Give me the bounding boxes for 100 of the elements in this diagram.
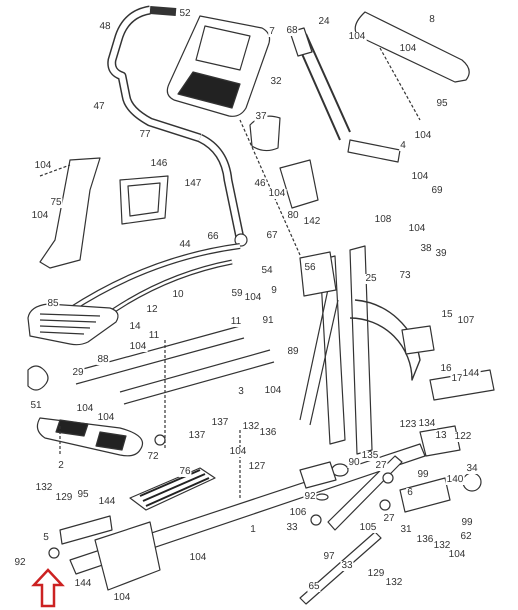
callout-number: 123 (398, 420, 418, 430)
callout-number: 1 (249, 525, 257, 535)
callout-number: 65 (307, 582, 321, 592)
callout-number: 9 (270, 286, 278, 296)
callout-number: 8 (428, 15, 436, 25)
callout-number: 104 (96, 413, 116, 423)
callout-number: 56 (303, 263, 317, 273)
callout-number: 88 (96, 355, 110, 365)
callout-number: 51 (29, 401, 43, 411)
callout-number: 59 (230, 289, 244, 299)
callout-number: 3 (237, 387, 245, 397)
callout-number: 97 (322, 552, 336, 562)
callout-number: 77 (138, 130, 152, 140)
callout-number: 33 (340, 561, 354, 571)
callout-number: 104 (244, 293, 262, 303)
callout-number: 48 (98, 22, 112, 32)
callout-number: 66 (206, 232, 220, 242)
callout-number: 31 (399, 525, 413, 535)
callout-number: 104 (228, 447, 248, 457)
callout-number: 104 (30, 211, 50, 221)
callout-number: 132 (34, 483, 54, 493)
callout-number: 144 (74, 579, 92, 589)
callout-number: 104 (34, 161, 52, 171)
callout-number: 52 (178, 9, 192, 19)
callout-number: 108 (374, 215, 392, 225)
callout-number: 129 (366, 569, 386, 579)
callout-number: 95 (76, 490, 90, 500)
callout-number: 54 (260, 266, 274, 276)
callout-number: 39 (434, 249, 448, 259)
callout-number: 37 (254, 112, 268, 122)
callout-number: 92 (303, 492, 317, 502)
callout-number: 38 (419, 244, 433, 254)
callout-number: 104 (410, 172, 430, 182)
callout-number: 92 (13, 558, 27, 568)
callout-number: 72 (146, 452, 160, 462)
callout-number: 5 (42, 533, 50, 543)
callout-number: 140 (446, 475, 464, 485)
callout-number: 91 (261, 316, 275, 326)
callout-number: 32 (269, 77, 283, 87)
callout-number: 137 (210, 418, 230, 428)
callout-number: 73 (398, 271, 412, 281)
callout-number: 69 (430, 186, 444, 196)
callout-number: 137 (188, 431, 206, 441)
callout-number: 89 (286, 347, 300, 357)
callout-number: 104 (268, 189, 286, 199)
callout-number: 99 (460, 518, 474, 528)
callout-number: 127 (248, 462, 266, 472)
callout-number: 136 (416, 535, 434, 545)
callout-number: 105 (358, 523, 378, 533)
callout-number: 95 (435, 99, 449, 109)
callout-number: 44 (178, 240, 192, 250)
callout-number: 27 (382, 514, 396, 524)
callout-number: 104 (76, 404, 94, 414)
callout-number: 104 (408, 224, 426, 234)
callout-number: 25 (364, 274, 378, 284)
callout-number: 62 (459, 532, 473, 542)
callout-number: 106 (288, 508, 308, 518)
callout-number: 147 (184, 179, 202, 189)
callout-number: 136 (258, 428, 278, 438)
callout-number: 134 (418, 419, 436, 429)
callout-number: 104 (112, 593, 132, 603)
callout-number: 107 (456, 316, 476, 326)
callout-number: 85 (46, 299, 60, 309)
callout-number: 142 (302, 217, 322, 227)
callout-number: 17 (450, 374, 464, 384)
callout-number: 129 (54, 493, 74, 503)
callout-number: 11 (230, 317, 242, 327)
callout-number: 2 (57, 461, 65, 471)
callout-number: 104 (398, 44, 418, 54)
callout-number: 104 (264, 386, 282, 396)
callout-number: 6 (406, 488, 414, 498)
callout-number: 104 (348, 32, 366, 42)
callout-number: 16 (439, 364, 453, 374)
callout-number: 132 (432, 541, 452, 551)
callout-number: 80 (286, 211, 300, 221)
callout-number: 67 (265, 231, 279, 241)
callout-number: 14 (128, 322, 142, 332)
callout-number: 27 (374, 461, 388, 471)
callout-number: 104 (414, 131, 432, 141)
callout-number: 144 (462, 369, 480, 379)
callout-number: 47 (92, 102, 106, 112)
callout-number: 33 (285, 523, 299, 533)
callout-number: 104 (128, 342, 148, 352)
callout-number: 11 (148, 331, 160, 341)
callout-number: 13 (434, 431, 448, 441)
callout-number: 12 (145, 305, 159, 315)
callout-number: 68 (285, 26, 299, 36)
callout-number: 76 (178, 467, 192, 477)
callout-number: 132 (242, 422, 260, 432)
callout-number: 90 (347, 458, 361, 468)
callout-number: 146 (150, 159, 168, 169)
callout-number: 75 (49, 198, 63, 208)
callout-number: 46 (253, 179, 267, 189)
callout-number: 34 (465, 464, 479, 474)
callout-number: 99 (416, 470, 430, 480)
callout-number: 15 (440, 310, 454, 320)
callout-number: 104 (448, 550, 466, 560)
callout-number: 135 (360, 451, 380, 461)
callout-number: 10 (171, 290, 185, 300)
callout-number: 132 (384, 578, 404, 588)
